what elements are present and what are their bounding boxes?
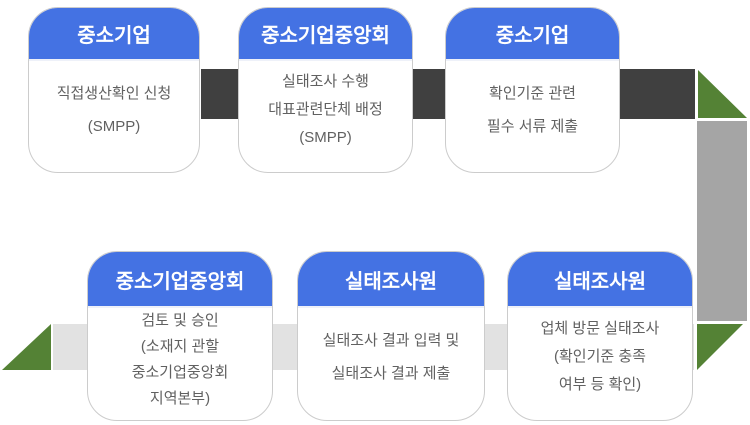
step-1-line: (SMPP) bbox=[87, 117, 141, 135]
step-box-1: 중소기업 직접생산확인 신청 (SMPP) bbox=[28, 7, 200, 173]
step-1-line: 직접생산확인 신청 bbox=[56, 84, 172, 102]
flow-end-arrow-icon bbox=[2, 324, 51, 370]
step-6-line: 업체 방문 실태조사 bbox=[540, 320, 660, 337]
step-1-body: 직접생산확인 신청 (SMPP) bbox=[29, 61, 199, 172]
step-box-3: 중소기업 확인기준 관련 필수 서류 제출 bbox=[445, 7, 620, 173]
step-6-line: (확인기준 충족 bbox=[554, 348, 646, 365]
step-2-header: 중소기업중앙회 bbox=[239, 8, 412, 61]
step-box-6: 실태조사원 업체 방문 실태조사 (확인기준 충족 여부 등 확인) bbox=[507, 251, 693, 421]
step-5-body: 실태조사 결과 입력 및 실태조사 결과 제출 bbox=[298, 308, 484, 420]
step-6-line: 여부 등 확인) bbox=[558, 376, 642, 393]
step-6-body: 업체 방문 실태조사 (확인기준 충족 여부 등 확인) bbox=[508, 308, 692, 420]
step-box-4: 중소기업중앙회 검토 및 승인 (소재지 관할 중소기업중앙회 지역본부) bbox=[87, 251, 273, 421]
step-2-line: 실태조사 수행 bbox=[282, 72, 369, 90]
step-4-line: 검토 및 승인 bbox=[141, 312, 219, 329]
step-box-2: 중소기업중앙회 실태조사 수행 대표관련단체 배정 (SMPP) bbox=[238, 7, 413, 173]
step-5-header: 실태조사원 bbox=[298, 252, 484, 308]
step-3-line: 확인기준 관련 bbox=[489, 84, 576, 102]
turn-left-arrow-icon bbox=[697, 324, 743, 370]
step-3-body: 확인기준 관련 필수 서류 제출 bbox=[446, 61, 619, 172]
step-2-line: 대표관련단체 배정 bbox=[268, 100, 383, 118]
step-box-5: 실태조사원 실태조사 결과 입력 및 실태조사 결과 제출 bbox=[297, 251, 485, 421]
step-5-line: 실태조사 결과 입력 및 bbox=[322, 332, 460, 349]
step-2-line: (SMPP) bbox=[299, 128, 352, 146]
step-4-line: (소재지 관할 bbox=[140, 338, 220, 355]
step-3-header: 중소기업 bbox=[446, 8, 619, 61]
right-vertical-connector-bar bbox=[697, 121, 747, 321]
step-3-line: 필수 서류 제출 bbox=[486, 117, 579, 135]
step-4-line: 지역본부) bbox=[149, 390, 211, 407]
step-4-line: 중소기업중앙회 bbox=[131, 364, 229, 381]
step-2-body: 실태조사 수행 대표관련단체 배정 (SMPP) bbox=[239, 61, 412, 172]
step-4-body: 검토 및 승인 (소재지 관할 중소기업중앙회 지역본부) bbox=[88, 308, 272, 420]
step-6-header: 실태조사원 bbox=[508, 252, 692, 308]
step-5-line: 실태조사 결과 제출 bbox=[331, 365, 451, 382]
step-4-header: 중소기업중앙회 bbox=[88, 252, 272, 308]
step-1-header: 중소기업 bbox=[29, 8, 199, 61]
turn-down-arrow-icon bbox=[698, 70, 747, 118]
